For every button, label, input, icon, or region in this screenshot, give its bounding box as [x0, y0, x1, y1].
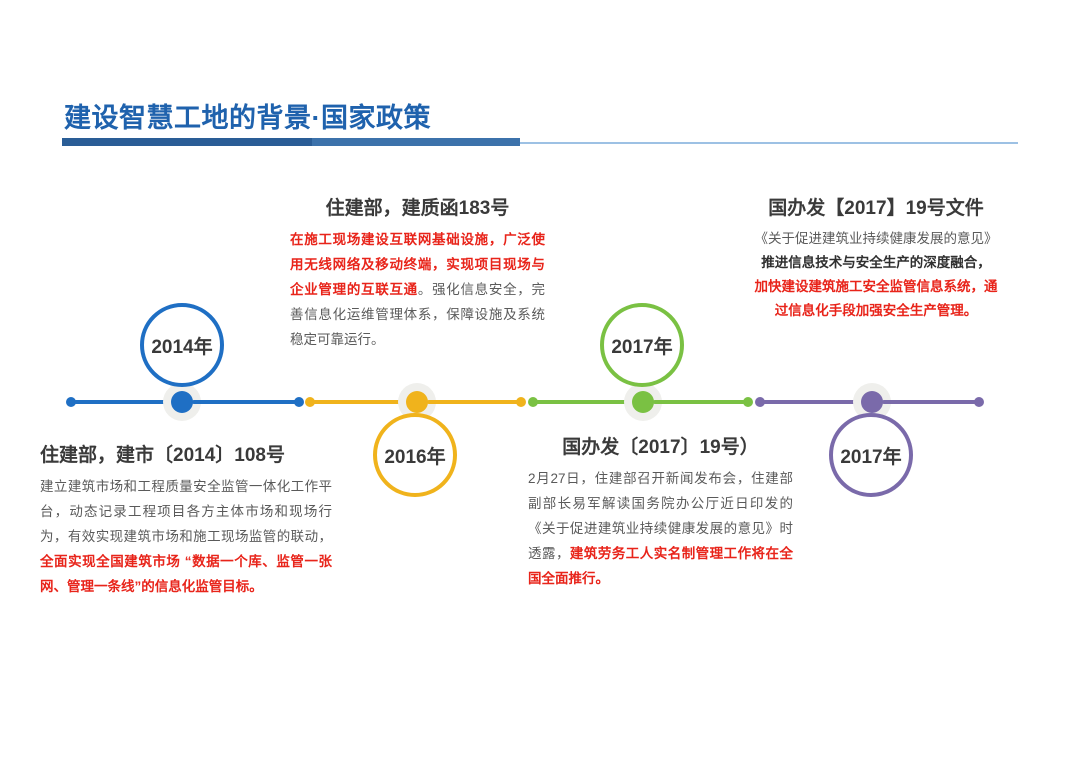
- title-underline-thick-mid: [312, 138, 520, 146]
- year-bubble-2014[interactable]: 2014年: [140, 303, 224, 387]
- entry-2017-a: 国办发〔2017〕19号） 2月27日，住建部召开新闻发布会，住建部副部长易军解…: [528, 432, 793, 591]
- entry-2014-title: 住建部，建市〔2014〕108号: [40, 445, 285, 466]
- year-label-2016: 2016年: [384, 446, 446, 468]
- entry-2014-body-highlight: 全面实现全国建筑市场 “数据一个库、监管一张网、管理一条线”的信息化监管目标。: [40, 554, 332, 594]
- year-label-2017-green: 2017年: [611, 336, 673, 358]
- axis-line-1a: [74, 400, 174, 404]
- entry-2016-body-plain: 。强化信息安全，完善信息化运维管理体系，保障设施及系统稳定可靠运行。: [290, 282, 546, 347]
- entry-2017-b-line-2: 推进信息技术与安全生产的深度融合，: [761, 255, 991, 270]
- year-bubble-2017-green[interactable]: 2017年: [600, 303, 684, 387]
- entry-2017-b-body: 《关于促进建筑业持续健康发展的意见》 推进信息技术与安全生产的深度融合， 加快建…: [752, 227, 1000, 323]
- year-bubble-2017-purple[interactable]: 2017年: [829, 413, 913, 497]
- title-underline-thick-dark: [62, 138, 312, 146]
- entry-2017-a-title: 国办发〔2017〕19号）: [562, 437, 759, 458]
- axis-dot-end-2: [516, 397, 526, 407]
- axis-dot-start-3: [528, 397, 538, 407]
- axis-line-4a: [763, 400, 855, 404]
- entry-2017-b-line-3: 加快建设建筑施工安全监管信息系统，通过信息化手段加强安全生产管理。: [754, 279, 998, 318]
- year-bubble-2016[interactable]: 2016年: [373, 413, 457, 497]
- axis-node-1[interactable]: [171, 391, 193, 413]
- entry-2017-b-line-1: 《关于促进建筑业持续健康发展的意见》: [754, 231, 998, 246]
- title-underline: [62, 138, 1018, 148]
- entry-2014: 住建部，建市〔2014〕108号 建立建筑市场和工程质量安全监管一体化工作平台，…: [40, 440, 332, 599]
- entry-2016: 住建部，建质函183号 在施工现场建设互联网基础设施，广泛使用无线网络及移动终端…: [290, 193, 545, 352]
- axis-dot-end-4: [974, 397, 984, 407]
- axis-node-3[interactable]: [632, 391, 654, 413]
- axis-dot-start-4: [755, 397, 765, 407]
- axis-line-2b: [427, 400, 519, 404]
- axis-dot-start-1: [66, 397, 76, 407]
- title-underline-thin: [62, 142, 1018, 144]
- axis-line-3b: [653, 400, 745, 404]
- axis-dot-start-2: [305, 397, 315, 407]
- entry-2017-a-body: 2月27日，住建部召开新闻发布会，住建部副部长易军解读国务院办公厅近日印发的《关…: [528, 466, 793, 591]
- year-label-2014: 2014年: [151, 336, 213, 358]
- axis-line-2a: [313, 400, 400, 404]
- entry-2017-a-body-plain: 2月27日，住建部召开新闻发布会，住建部副部长易军解读国务院办公厅近日印发的《关…: [528, 471, 793, 561]
- entry-2017-a-body-highlight: 建筑劳务工人实名制管理工作将在全国全面推行。: [528, 546, 794, 586]
- entry-2014-body: 建立建筑市场和工程质量安全监管一体化工作平台，动态记录工程项目各方主体市场和现场…: [40, 474, 332, 599]
- axis-line-4b: [882, 400, 977, 404]
- entry-2016-body: 在施工现场建设互联网基础设施，广泛使用无线网络及移动终端，实现项目现场与企业管理…: [290, 227, 545, 352]
- entry-2014-body-plain: 建立建筑市场和工程质量安全监管一体化工作平台，动态记录工程项目各方主体市场和现场…: [40, 479, 332, 544]
- entry-2016-body-highlight: 在施工现场建设互联网基础设施，广泛使用无线网络及移动终端，实现项目现场与企业管理…: [290, 232, 545, 297]
- axis-line-3a: [536, 400, 626, 404]
- axis-dot-end-3: [743, 397, 753, 407]
- entry-2016-title: 住建部，建质函183号: [325, 198, 510, 219]
- entry-2017-b-title: 国办发【2017】19号文件: [768, 198, 984, 219]
- axis-dot-end-1: [294, 397, 304, 407]
- axis-line-1b: [192, 400, 297, 404]
- page-title: 建设智慧工地的背景·国家政策: [64, 103, 431, 133]
- year-label-2017-purple: 2017年: [840, 446, 902, 468]
- axis-node-2[interactable]: [406, 391, 428, 413]
- axis-node-4[interactable]: [861, 391, 883, 413]
- entry-2017-b: 国办发【2017】19号文件 《关于促进建筑业持续健康发展的意见》 推进信息技术…: [752, 193, 1000, 323]
